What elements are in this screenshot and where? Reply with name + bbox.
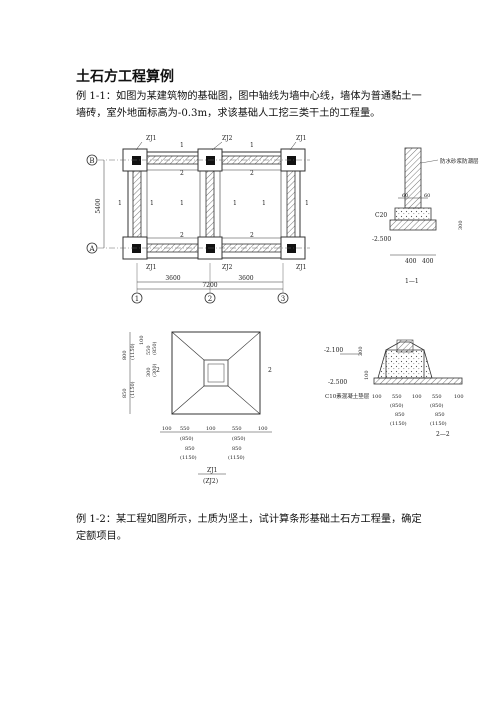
s2-h-100-left: 100 bbox=[372, 394, 382, 400]
h-850-left: 850 bbox=[185, 446, 195, 452]
s2-v-100: 100 bbox=[364, 370, 370, 380]
axis-2-label: 2 bbox=[208, 295, 212, 303]
v-550: 550 bbox=[146, 345, 152, 355]
example-2-line-2: 定额项目。 bbox=[76, 531, 127, 542]
section-2-2-caption: 2—2 bbox=[436, 431, 450, 438]
zj1-label-tr: ZJ1 bbox=[296, 135, 306, 142]
s2-h-100-right: 100 bbox=[454, 394, 464, 400]
s2-h-850-paren-right: (850) bbox=[430, 402, 443, 409]
section-1-label-c: 1 bbox=[233, 200, 237, 207]
example-1-line-1: 例 1-1：如图为某建筑物的基础图，图中轴线为墙中心线，墙体为普通黏土一 bbox=[76, 91, 422, 102]
v-850: 850 bbox=[122, 388, 128, 398]
elev-2100-label: -2.100 bbox=[324, 347, 343, 354]
h-100-right: 100 bbox=[258, 426, 268, 432]
v-300: 300 bbox=[146, 367, 152, 377]
dim-400-a: 400 bbox=[405, 258, 417, 265]
footing-plan-view: 2 2 800 (1150) 850 (1150) 100 550 (850) … bbox=[122, 331, 272, 485]
h-100-mid: 100 bbox=[206, 426, 216, 432]
example-2-text: 例 1-2：某工程如图所示，土质为坚土，试计算条形基础土石方工程量，确定 定额项… bbox=[76, 511, 426, 545]
footing-zj1-label: ZJ1 bbox=[207, 467, 217, 474]
s2-h-850-right: 850 bbox=[435, 412, 445, 418]
section-1-1-caption: 1—1 bbox=[405, 278, 419, 285]
h-850-right: 850 bbox=[232, 446, 242, 452]
s2-h-1150-left: (1150) bbox=[390, 420, 407, 427]
dim-3600-right: 3600 bbox=[238, 275, 253, 282]
page-title: 土石方工程算例 bbox=[76, 69, 174, 85]
v-100: 100 bbox=[139, 335, 145, 345]
h-1150-right: (1150) bbox=[228, 454, 245, 461]
h-1150-left: (1150) bbox=[180, 454, 197, 461]
s2-h-1150-right: (1150) bbox=[430, 420, 447, 427]
s2-h-850-paren-left: (850) bbox=[390, 402, 403, 409]
section-1-label-f: 1 bbox=[305, 200, 309, 207]
zj1-label-bl: ZJ1 bbox=[146, 264, 156, 271]
dim-7200: 7200 bbox=[202, 282, 217, 289]
section-1-label-e: 1 bbox=[118, 200, 122, 207]
axis-b-label: B bbox=[89, 157, 94, 165]
example-1-line-2: 墙砖，室外地面标高为-0.3m，求该基础人工挖三类干土的工程量。 bbox=[76, 108, 381, 119]
section-1-label-a: 1 bbox=[150, 200, 154, 207]
plan-view: B A 1 2 3 ZJ1 ZJ2 ZJ1 ZJ1 ZJ2 ZJ1 1 1 1 … bbox=[86, 135, 310, 304]
s2-h-100-mid: 100 bbox=[412, 394, 422, 400]
sec-2-right: 2 bbox=[268, 367, 272, 374]
dim-5400: 5400 bbox=[95, 198, 102, 213]
h-100-left: 100 bbox=[162, 426, 172, 432]
h-850-left-paren: (850) bbox=[180, 435, 193, 442]
example-1-text: 例 1-1：如图为某建筑物的基础图，图中轴线为墙中心线，墙体为普通黏土一 墙砖，… bbox=[76, 88, 426, 122]
s2-h-550-right: 550 bbox=[432, 394, 442, 400]
c20-label: C20 bbox=[375, 212, 387, 219]
section-2-2: -2.100 -2.500 C10素混凝土垫层 300 100 100 550 … bbox=[324, 339, 464, 438]
c10-label: C10素混凝土垫层 bbox=[325, 392, 370, 400]
section-1-1: 防水砂浆防潮层 C20 -2.500 60 60 300 400 400 1—1 bbox=[372, 147, 479, 285]
sec-2-left: 2 bbox=[156, 367, 160, 374]
v-1150b: (1150) bbox=[129, 381, 136, 398]
section-2-label-c: 2 bbox=[180, 232, 184, 239]
dim-300: 300 bbox=[458, 220, 464, 230]
elev-2500-label-s2: -2.500 bbox=[328, 379, 347, 386]
example-2-line-1: 例 1-2：某工程如图所示，土质为坚土，试计算条形基础土石方工程量，确定 bbox=[76, 514, 422, 525]
section-1-label-b: 1 bbox=[180, 200, 184, 207]
s2-v-300: 300 bbox=[358, 346, 364, 356]
h-850-right-paren: (850) bbox=[232, 435, 245, 442]
section-mark-top-2: 1 bbox=[250, 142, 254, 149]
axis-a-label: A bbox=[88, 245, 95, 253]
elev-2500-label: -2.500 bbox=[372, 236, 391, 243]
section-2-label-a: 2 bbox=[180, 170, 184, 177]
footing-zj2-label: (ZJ2) bbox=[203, 478, 218, 485]
axis-1-label: 1 bbox=[135, 295, 139, 303]
dim-400-b: 400 bbox=[422, 258, 434, 265]
section-mark-top: 1 bbox=[180, 142, 184, 149]
h-550-left: 550 bbox=[180, 426, 190, 432]
h-550-right: 550 bbox=[232, 426, 242, 432]
section-1-label-d: 1 bbox=[262, 200, 266, 207]
v-800: 800 bbox=[122, 350, 128, 360]
s2-h-550-left: 550 bbox=[392, 394, 402, 400]
dim-60-a: 60 bbox=[402, 193, 408, 199]
v-300b: (300) bbox=[151, 364, 158, 377]
dim-3600-left: 3600 bbox=[165, 275, 180, 282]
zj1-label-br: ZJ1 bbox=[296, 264, 306, 271]
zj2-label-bottom: ZJ2 bbox=[222, 264, 233, 271]
s2-h-850-left: 850 bbox=[395, 412, 405, 418]
section-2-label-b: 2 bbox=[250, 170, 254, 177]
axis-3-label: 3 bbox=[281, 295, 285, 303]
zj2-label-top: ZJ2 bbox=[222, 135, 233, 142]
dim-60-b: 60 bbox=[424, 193, 430, 199]
v-550b: (850) bbox=[151, 342, 158, 355]
dampproof-label: 防水砂浆防潮层 bbox=[440, 157, 479, 165]
v-1150: (1150) bbox=[129, 343, 136, 360]
section-2-label-d: 2 bbox=[250, 232, 254, 239]
zj1-label-tl: ZJ1 bbox=[146, 135, 156, 142]
